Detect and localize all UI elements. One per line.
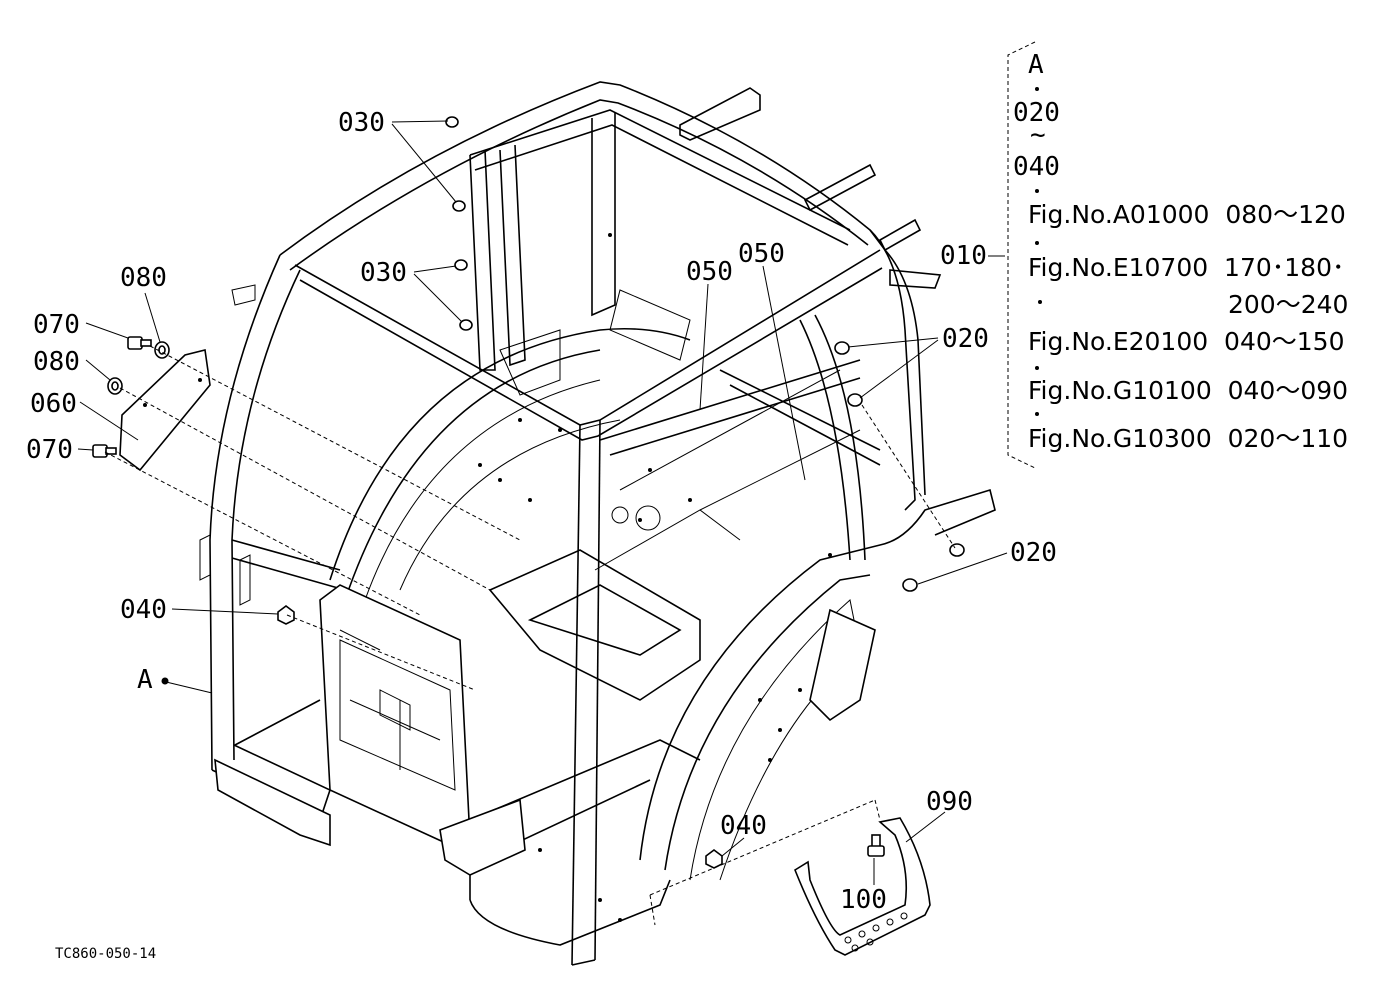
- nuts-020: [834, 341, 965, 592]
- legend-fig-g10300: Fig.No.G10300 020～110: [1028, 424, 1348, 453]
- callout-080-mid: 080: [33, 347, 80, 377]
- legend-title: A: [1028, 50, 1044, 80]
- callout-010: 010: [940, 241, 987, 271]
- nuts-030: [445, 116, 473, 331]
- callout-080-top: 080: [120, 263, 167, 293]
- callout-labels: 030 030 050 050 010 020 020 080 070 080 …: [26, 108, 1057, 915]
- leader-lines: [77, 120, 1008, 885]
- callout-050-left: 050: [686, 257, 733, 287]
- parts: [92, 116, 965, 956]
- callout-030-top: 030: [338, 108, 385, 138]
- legend-fig-a01000: Fig.No.A01000 080～120: [1028, 200, 1346, 229]
- washer-080-mid: [107, 377, 123, 395]
- callout-060: 060: [30, 389, 77, 419]
- legend-fig-e10700: Fig.No.E10700 170･180･: [1028, 253, 1344, 282]
- callout-A: A: [137, 665, 153, 695]
- callout-070-bottom: 070: [26, 435, 73, 465]
- nut-040-bottom: [705, 849, 723, 869]
- cab-frame-drawing: [199, 81, 996, 966]
- callout-090: 090: [926, 787, 973, 817]
- callout-040-left: 040: [120, 595, 167, 625]
- legend-fig-g10100: Fig.No.G10100 040～090: [1028, 376, 1348, 405]
- legend-bracket: [1007, 41, 1036, 469]
- bolt-070-top: [127, 336, 152, 350]
- assembly-dash-lines: [104, 345, 956, 926]
- callout-050-right: 050: [738, 239, 785, 269]
- bolt-100: [867, 834, 885, 857]
- callout-070-top: 070: [33, 310, 80, 340]
- nut-040-left: [277, 605, 295, 625]
- legend-020: 020: [1013, 98, 1060, 128]
- callout-030-mid: 030: [360, 258, 407, 288]
- step-090: [794, 817, 931, 956]
- cover-plate-060: [119, 349, 211, 472]
- callout-100: 100: [840, 885, 887, 915]
- legend-040: 040: [1013, 152, 1060, 182]
- bolt-070-bottom: [92, 444, 117, 458]
- callout-040-bottom: 040: [720, 811, 767, 841]
- legend-tilde: ~: [1030, 120, 1046, 150]
- reference-legend: A 020 ~ 040 Fig.No.A01000 080～120 Fig.No…: [1013, 50, 1348, 453]
- legend-fig-e10700-cont: 200～240: [1228, 290, 1348, 319]
- callout-020-lower: 020: [1010, 538, 1057, 568]
- callout-020-upper: 020: [942, 324, 989, 354]
- drawing-code: TC860-050-14: [55, 946, 156, 962]
- legend-fig-e20100: Fig.No.E20100 040～150: [1028, 327, 1344, 356]
